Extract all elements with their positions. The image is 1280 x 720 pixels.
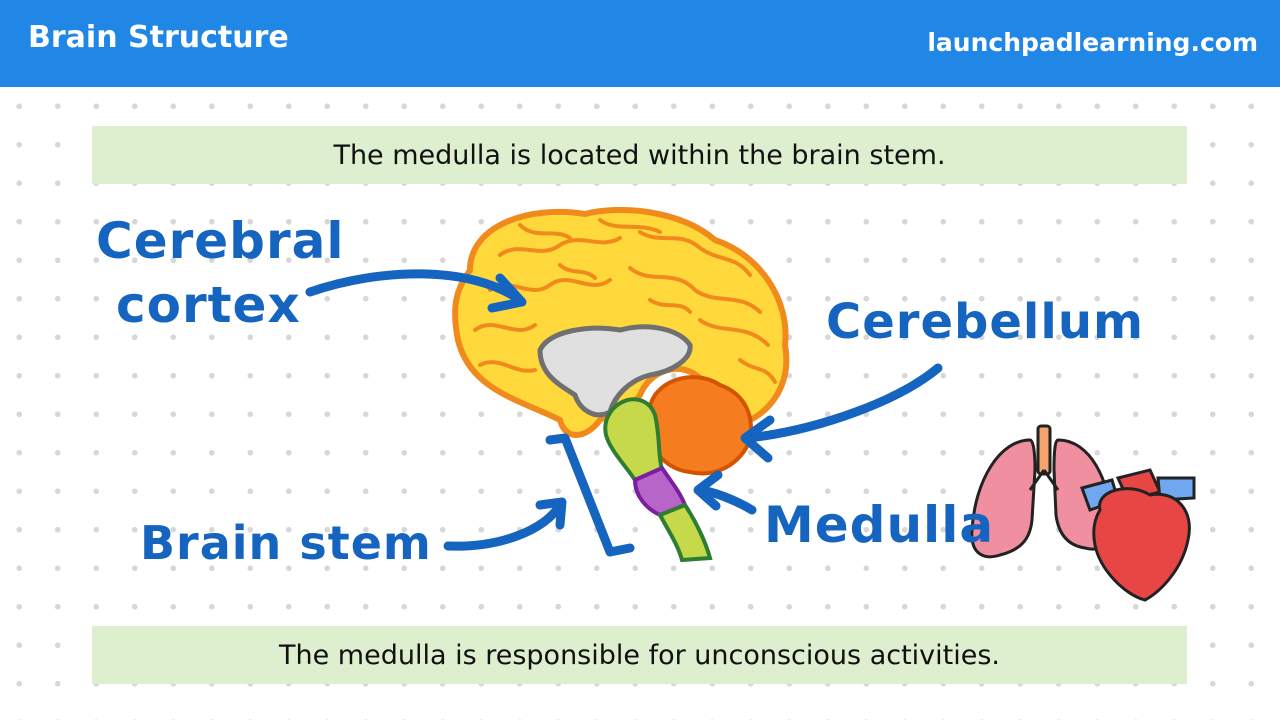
fact-text-function: The medulla is responsible for unconscio… [278, 639, 1000, 671]
fact-box-function: The medulla is responsible for unconscio… [92, 626, 1187, 684]
header-bar: Brain Structure launchpadlearning.com [0, 0, 1280, 87]
arrow-brain-stem [443, 500, 565, 551]
arrowhead-medulla [693, 470, 723, 511]
spinal-cord-illustration [657, 502, 713, 563]
arrow-cerebellum [743, 363, 943, 443]
cerebellum-illustration [645, 375, 753, 476]
label-brain-stem: Brain stem [140, 516, 432, 570]
label-cortex: cortex [116, 276, 301, 334]
brain-stem-illustration [603, 397, 665, 483]
fact-text-location: The medulla is located within the brain … [333, 139, 946, 171]
bracket-brain-stem [545, 433, 635, 557]
inner-brain-illustration [537, 324, 693, 418]
arrowhead-cerebellum [740, 415, 775, 463]
arrowhead-cerebral-cortex [487, 273, 527, 313]
label-medulla: Medulla [764, 496, 995, 554]
arrow-cerebral-cortex [305, 269, 525, 305]
arrowhead-brain-stem [535, 497, 567, 530]
fact-box-location: The medulla is located within the brain … [92, 126, 1187, 184]
label-cerebral: Cerebral [96, 212, 345, 270]
site-url: launchpadlearning.com [927, 28, 1258, 57]
lungs-and-heart-icon [970, 424, 1196, 602]
label-cerebellum: Cerebellum [826, 294, 1145, 350]
page-title: Brain Structure [28, 20, 289, 55]
